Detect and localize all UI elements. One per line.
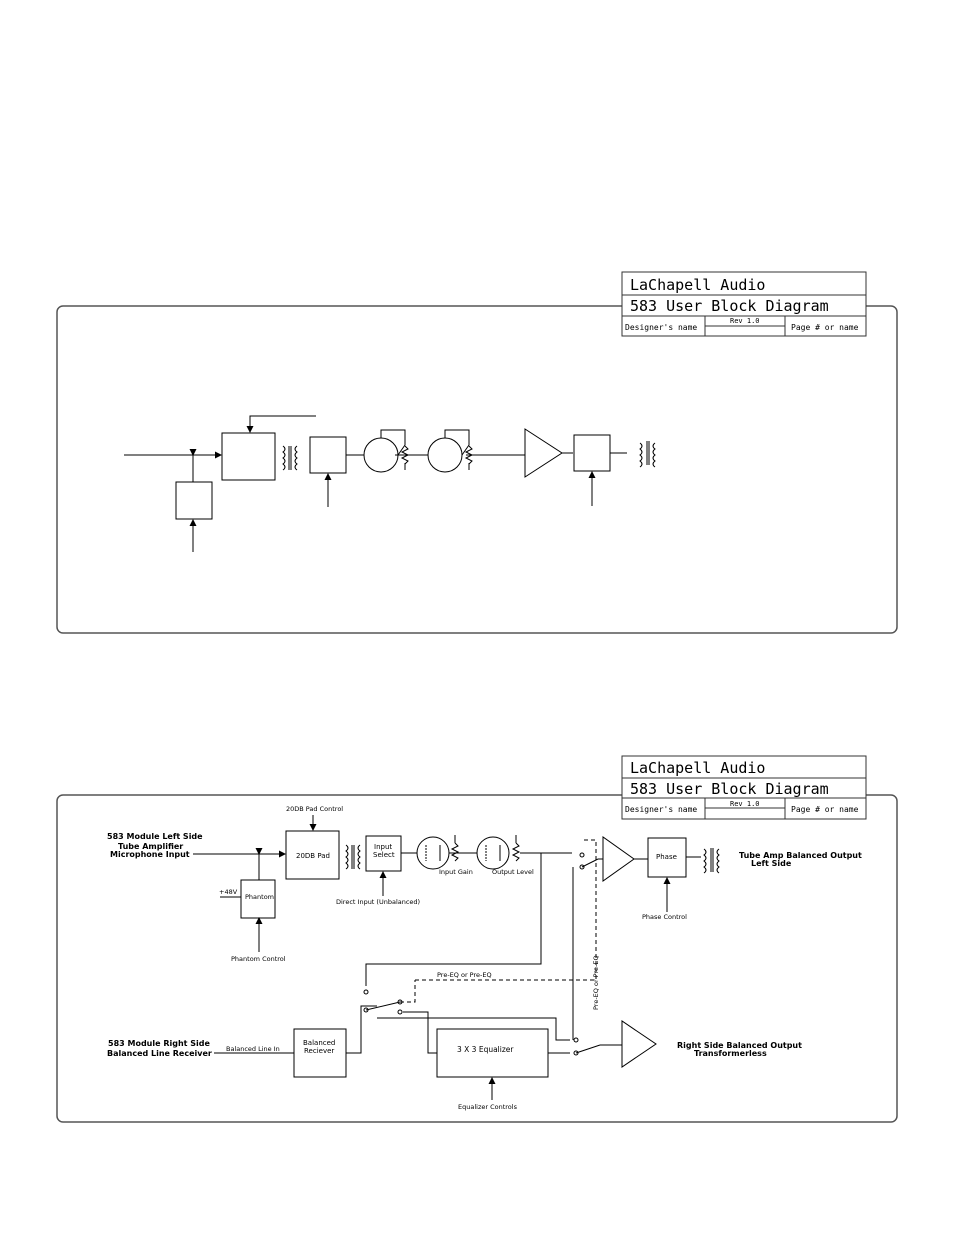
right-output-label-1: Right Side Balanced Output [677, 1041, 802, 1050]
left-input-label-2: Tube Amplifier [118, 842, 183, 851]
top-diagram-frame [56, 305, 898, 634]
eq-controls-label: Equalizer Controls [458, 1103, 518, 1111]
pad-control-label: 20DB Pad Control [286, 805, 343, 813]
bottom-diagram-frame [56, 794, 898, 1123]
bottom-signal-chain [193, 815, 720, 1100]
balanced-receiver-label-2: Reciever [304, 1047, 334, 1055]
input-gain-label: Input Gain [439, 868, 473, 876]
company-name: LaChapell Audio [630, 276, 765, 294]
phase-block-label: Phase [656, 853, 677, 861]
output-level-label: Output Level [492, 868, 534, 876]
top-signal-chain [124, 415, 656, 552]
phantom-control-label: Phantom Control [231, 955, 286, 963]
plus-48v-label: +48V [219, 888, 238, 896]
revision: Rev 1.0 [730, 317, 760, 325]
designer-name: Designer's name [625, 323, 697, 332]
pre-post-eq-label: Pre-EQ or Pre-EQ [437, 971, 492, 979]
title-block-bottom: LaChapell Audio 583 User Block Diagram D… [621, 755, 867, 820]
diagram-title: 583 User Block Diagram [630, 780, 829, 798]
left-output-label-1: Tube Amp Balanced Output [739, 851, 862, 860]
left-input-label-1: 583 Module Left Side [107, 832, 203, 841]
balanced-line-in-label: Balanced Line In [226, 1045, 280, 1053]
page-name: Page # or name [791, 805, 859, 814]
right-input-label-1: 583 Module Right Side [108, 1039, 210, 1048]
pre-post-eq-vertical-label: Pre-EQ or Pre-EQ [592, 955, 600, 1010]
right-input-label-2: Balanced Line Receiver [107, 1049, 212, 1058]
left-output-label-2: Left Side [751, 859, 792, 868]
phase-control-label: Phase Control [642, 913, 687, 921]
designer-name: Designer's name [625, 805, 697, 814]
left-input-label-3: Microphone Input [110, 850, 190, 859]
phantom-block-label: Phantom [245, 893, 274, 901]
company-name: LaChapell Audio [630, 759, 765, 777]
balanced-receiver-label: Balanced [303, 1039, 335, 1047]
revision: Rev 1.0 [730, 800, 760, 808]
title-block-top: LaChapell Audio 583 User Block Diagram D… [621, 271, 867, 337]
input-select-label-2: Select [373, 851, 395, 859]
input-select-label: Input [374, 843, 392, 851]
direct-input-label: Direct Input (Unbalanced) [336, 898, 420, 906]
right-output-label-2: Transformerless [694, 1049, 767, 1058]
page-name: Page # or name [791, 323, 859, 332]
pad-block-label: 20DB Pad [296, 852, 330, 860]
equalizer-block-label: 3 X 3 Equalizer [457, 1045, 514, 1054]
diagram-title: 583 User Block Diagram [630, 297, 829, 315]
